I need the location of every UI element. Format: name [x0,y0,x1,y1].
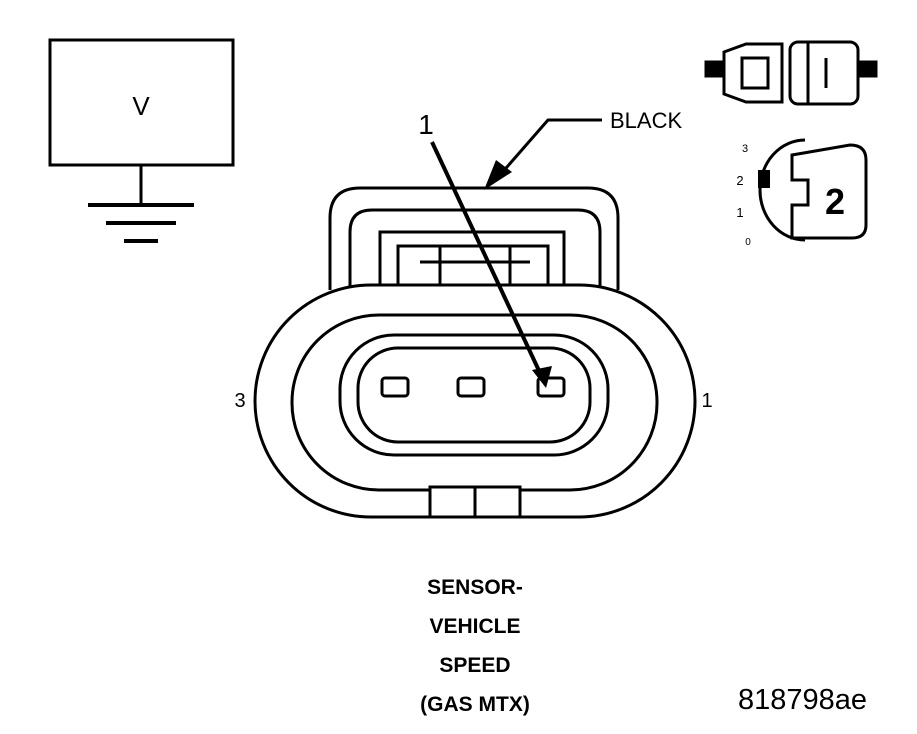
cavity-pin-3 [380,376,410,398]
voltmeter-label: V [132,91,150,121]
probe-fit-gauge [758,138,868,242]
cavity-pin-2 [456,376,486,398]
callout-pin-number: 1 [418,109,434,140]
caption-line-3: SPEED [439,654,511,677]
gauge-scale-0: 0 [745,237,751,248]
connector-housing [253,186,697,519]
male-terminal [722,42,784,104]
voltmeter-symbol [48,38,235,243]
caption-line-1: SENSOR- [427,576,523,599]
gauge-terminal [790,143,868,240]
probe-wire-left [704,60,726,78]
female-terminal [788,40,860,106]
caption-line-4: (GAS MTX) [420,693,530,716]
probe-terminal-icon [704,40,878,106]
gauge-position-label: 2 [825,181,845,222]
connector-color-label: BLACK [610,108,682,133]
gauge-scale-1: 1 [736,205,743,220]
color-leader-line [498,118,602,176]
figure-id: 818798ae [738,684,868,716]
terminal-cavities [380,376,566,398]
color-leader-arrowhead [484,160,512,190]
left-pin-label: 3 [234,390,245,412]
probe-wire-right [856,60,878,78]
gauge-scale-3: 3 [742,143,748,155]
gauge-scale-2: 2 [736,173,743,188]
right-pin-label: 1 [701,390,712,412]
pin-callout-line [430,141,543,376]
male-terminal-slot [740,56,770,90]
gauge-arc [758,138,806,242]
terminal-face-inner [356,346,592,444]
pin-callout-arrowhead [532,366,552,388]
caption-line-2: VEHICLE [429,615,521,638]
gauge-marker [758,170,770,188]
diagram-caption: SENSOR- VEHICLE SPEED (GAS MTX) [330,568,620,724]
